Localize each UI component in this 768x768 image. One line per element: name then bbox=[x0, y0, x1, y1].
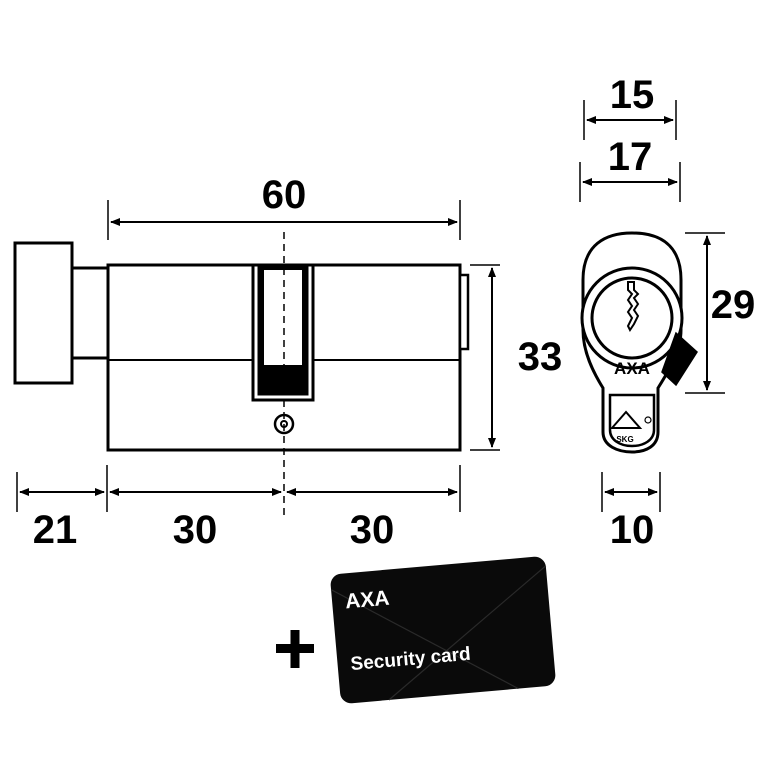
dim-profile-height bbox=[685, 232, 725, 394]
dim-cylinder-height bbox=[470, 264, 500, 451]
thumb-knob bbox=[13, 241, 74, 385]
dim-profile-width-outer bbox=[579, 162, 681, 202]
cylinder-side-view bbox=[13, 232, 470, 515]
dim-cylinder-height-label: 33 bbox=[518, 335, 563, 379]
cylinder-front-view bbox=[580, 231, 698, 454]
dim-overall-length-label: 60 bbox=[262, 173, 307, 217]
card-brand-logo: AXA bbox=[344, 587, 390, 614]
plus-sign-label: + bbox=[295, 659, 296, 661]
dim-bottom-chain bbox=[16, 465, 461, 512]
dim-cam-width bbox=[601, 472, 661, 512]
skg-mark-label: SKG bbox=[616, 435, 633, 444]
dim-right-half-label: 30 bbox=[350, 508, 395, 552]
dim-knob-length-label: 21 bbox=[33, 508, 78, 552]
skg-mark-icon bbox=[609, 410, 643, 429]
dim-overall-length bbox=[107, 200, 461, 240]
cam-inner bbox=[264, 270, 302, 366]
brand-logo-profile: AXA bbox=[614, 359, 650, 378]
end-cap bbox=[458, 273, 470, 351]
knob-shaft bbox=[70, 266, 110, 360]
dim-profile-width-inner bbox=[583, 100, 677, 140]
dim-profile-width-outer-label: 17 bbox=[608, 135, 653, 179]
security-card: AXA Security card bbox=[330, 556, 556, 704]
dim-profile-width-inner-label: 15 bbox=[610, 73, 655, 117]
plus-sign-icon bbox=[276, 630, 314, 668]
dim-profile-height-label: 29 bbox=[711, 283, 756, 327]
dim-cam-width-label: 10 bbox=[610, 508, 655, 552]
cam-tab bbox=[661, 331, 698, 387]
dim-left-half-label: 30 bbox=[173, 508, 218, 552]
keyway-icon bbox=[626, 281, 640, 332]
